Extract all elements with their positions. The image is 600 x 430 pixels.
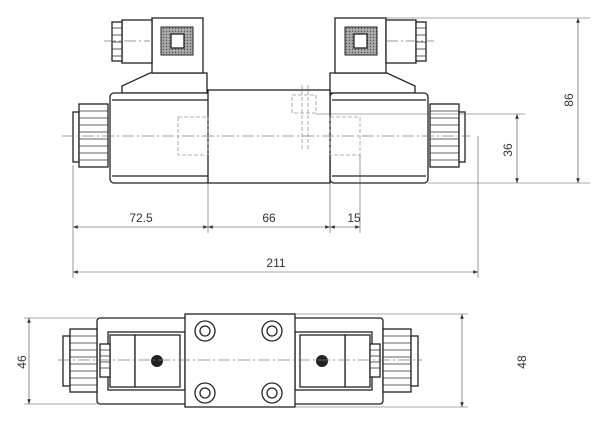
mounting-hole-icon xyxy=(194,320,216,342)
dim-left-coil-length: 72.5 xyxy=(129,211,153,225)
valve-center-block xyxy=(207,89,331,184)
dim-bottom-right-width: 48 xyxy=(515,355,529,369)
dim-overall-length: 211 xyxy=(266,256,285,270)
mounting-holes xyxy=(194,320,283,404)
right-manual-override-knob xyxy=(429,103,466,168)
right-solenoid-body xyxy=(329,92,429,184)
connector-pin-icon xyxy=(316,355,328,367)
right-connector xyxy=(329,17,434,94)
dim-overall-height: 86 xyxy=(562,93,576,107)
dimension-lines xyxy=(72,17,590,278)
right-knob-plan xyxy=(382,328,412,393)
dim-offset: 15 xyxy=(347,211,361,225)
connector-pin-icon xyxy=(151,355,163,367)
dim-bottom-left-width: 46 xyxy=(15,355,29,369)
left-solenoid-body xyxy=(109,92,211,184)
mounting-hole-icon xyxy=(261,382,283,404)
dim-center-height: 36 xyxy=(501,143,515,157)
front-view: 86 36 72.5 66 15 211 xyxy=(62,17,590,278)
top-view: 46 48 xyxy=(15,313,529,408)
dim-center-block-length: 66 xyxy=(262,211,276,225)
left-connector xyxy=(104,17,208,94)
mounting-hole-icon xyxy=(261,320,283,342)
left-manual-override-knob xyxy=(72,103,109,168)
mounting-hole-icon xyxy=(194,382,216,404)
left-knob-plan xyxy=(69,328,98,393)
